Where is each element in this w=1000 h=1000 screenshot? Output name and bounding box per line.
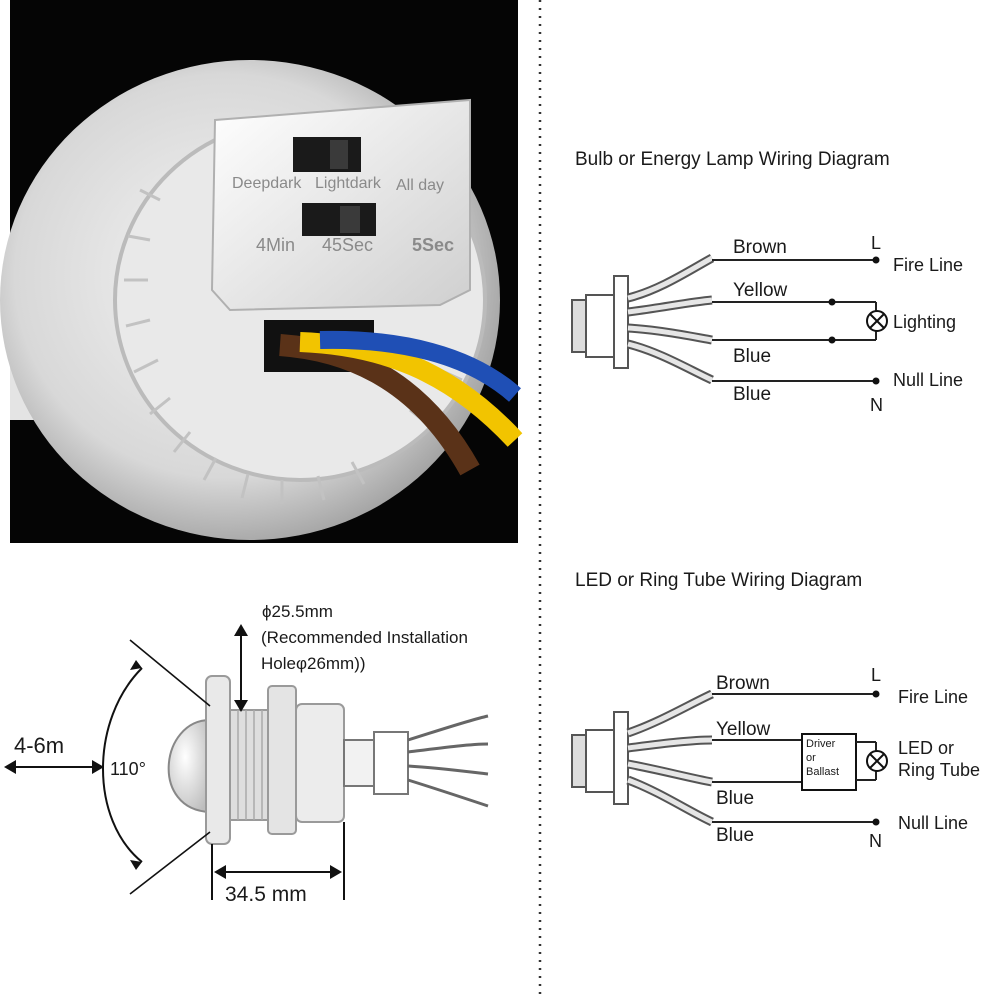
diagram2-lamp-icon [866,750,888,772]
diagram2-led-line2: Ring Tube [898,760,981,780]
switch-label-45sec: 45Sec [322,235,374,255]
range-label: 4-6m [14,733,65,758]
diagram2-driver-line2: or [806,752,816,764]
diagram1-terminal-N: N [870,395,883,415]
angle-label: 110° [110,759,146,779]
diagram2-terminal-N: N [869,831,882,851]
hole-arrow-bottom-head [234,700,248,712]
sensor-dome [167,718,211,814]
diagram2-title: LED or Ring Tube Wiring Diagram [575,570,863,591]
sensor-side-wires [407,714,489,808]
diagram1-title: Bulb or Energy Lamp Wiring Diagram [575,149,890,170]
switch-label-allday: All day [396,177,445,194]
time-switch-slot [302,203,376,236]
switch-label-4min: 4Min [256,235,296,255]
diagram1-wire-yellow-label: Yellow [733,280,788,301]
diagram1-wire-bundle-inner [627,255,714,383]
light-switch-knob [330,140,348,169]
angle-ray-top [129,639,211,707]
diagram2-connector-tab [613,711,629,805]
hole-recommend-line1: (Recommended Installation [261,628,468,647]
dimension-drawing [4,624,489,900]
diagram1-connector-tab [613,275,629,369]
diagram2-wire-blue1-label: Blue [716,788,755,809]
diagram2-driver-line1: Driver [806,738,836,750]
diagram2-dot-L [872,690,880,698]
diagram1-null-line: Null Line [893,370,964,390]
product-photo [0,0,523,543]
diagram1-wire-blue1-label: Blue [733,346,772,367]
thread-lines [237,710,263,820]
diagram1-wire-brown-label: Brown [733,237,787,258]
diagram1-lamp-icon [866,310,888,332]
angle-arrow-bottom [130,860,142,870]
hole-diameter-label: ϕ25.5mm [262,602,333,621]
diagram2-driver-box [801,733,857,791]
diagram1-dot-L [872,256,880,264]
diagram2-wiring [571,689,888,827]
hole-arrow-top-head [234,624,248,636]
sensor-plug-tab [373,731,409,795]
diagram1-dot-yellow [828,298,836,306]
sensor-thread [229,709,271,821]
diagram1-dot-blue [828,336,836,344]
angle-arrow-top [130,660,142,670]
switch-label-deepdark: Deepdark [232,175,302,192]
time-switch-knob [340,206,360,233]
diagram1-connector [585,294,617,358]
diagram2-connector [585,729,617,793]
diagram2-wire-blue2-label: Blue [716,825,755,846]
angle-arc [102,667,143,863]
length-arrow-right-head [330,865,342,879]
diagram1-wire-blue2-label: Blue [733,384,772,405]
diagram2-connector-pins [571,734,587,788]
diagram2-null-line: Null Line [898,813,969,833]
diagram1-fire-line: Fire Line [893,255,964,275]
photo-wire-blue [319,330,521,402]
diagram1-dot-N [872,377,880,385]
range-arrow-left-head [4,760,16,774]
diagram1-connector-pins [571,299,587,353]
diagram1-lighting: Lighting [893,312,957,332]
hole-recommend-line2: Holeφ26mm)) [261,654,366,673]
diagram2-fire-line: Fire Line [898,687,969,707]
diagram2-wire-brown-label: Brown [716,673,770,694]
angle-ray-bottom [129,831,211,895]
diagram1-terminal-L: L [871,233,882,253]
range-arrow-right-head [92,760,104,774]
switch-label-lightdark: Lightdark [315,175,381,192]
sensor-back-body [295,703,345,823]
sensor-nut [267,685,297,835]
diagram1-wiring [571,254,888,385]
diagram2-driver-line3: Ballast [806,766,840,778]
length-label: 34.5 mm [225,883,307,906]
diagram2-dot-N [872,818,880,826]
diagram2-terminal-L: L [871,665,882,685]
diagram2-led-line1: LED or [898,738,955,758]
diagram2-wire-bundle-inner [627,691,714,825]
sensor-plug [343,739,375,787]
length-arrow-left-head [214,865,226,879]
sensor-side-view [167,675,489,845]
diagram2-wire-yellow-label: Yellow [716,719,771,740]
light-switch-slot [293,137,361,172]
sensor-flange [205,675,231,845]
switch-label-5sec: 5Sec [412,235,455,255]
